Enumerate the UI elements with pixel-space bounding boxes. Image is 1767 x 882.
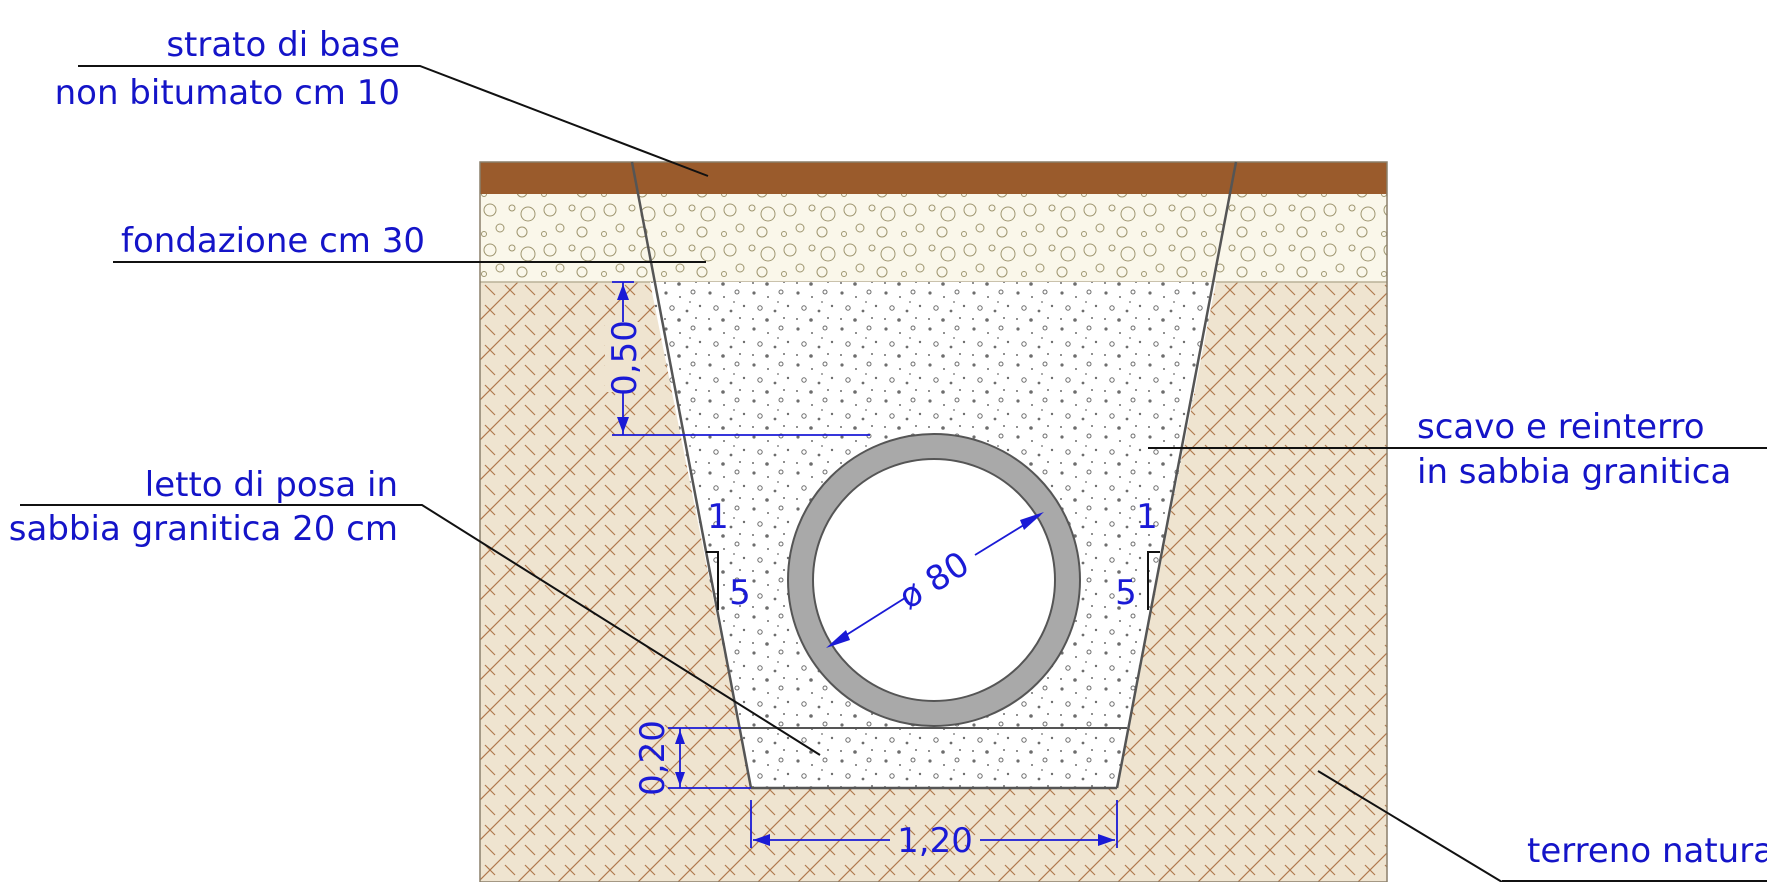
cover-depth-label: 0,50 bbox=[605, 320, 645, 396]
slope-right-run: 5 bbox=[1115, 573, 1137, 613]
label-scavo-line1: scavo e reinterro bbox=[1417, 407, 1705, 447]
label-scavo-line2: in sabbia granitica bbox=[1417, 452, 1731, 492]
label-strato-line2: non bitumato cm 10 bbox=[55, 73, 400, 113]
pipe-bore bbox=[812, 458, 1056, 702]
trench-right-wall bbox=[1115, 161, 1238, 789]
label-terreno: terreno naturale bbox=[1527, 831, 1767, 871]
trench-width-label: 1,20 bbox=[897, 821, 973, 861]
base-layer bbox=[480, 162, 1387, 194]
cover-depth-dimension: 0,50 bbox=[605, 281, 870, 436]
leader-terreno bbox=[1317, 770, 1503, 882]
trench-left-wall bbox=[630, 161, 753, 789]
bed-thickness-label: 0,20 bbox=[633, 720, 673, 796]
foundation-layer bbox=[480, 194, 1387, 282]
label-strato-line1: strato di base bbox=[166, 25, 400, 65]
slope-left-rise: 1 bbox=[707, 497, 729, 537]
trench-width-dimension: 1,20 bbox=[750, 800, 1118, 861]
label-letto-line2: sabbia granitica 20 cm bbox=[9, 509, 398, 549]
leader-strato bbox=[78, 65, 709, 177]
slope-marker-right: 1 5 bbox=[1115, 497, 1160, 613]
slope-left-run: 5 bbox=[729, 573, 751, 613]
bed-thickness-dimension: 0,20 bbox=[633, 720, 751, 796]
label-letto-line1: letto di posa in bbox=[145, 465, 398, 505]
slope-marker-left: 1 5 bbox=[706, 497, 751, 613]
slope-right-rise: 1 bbox=[1136, 497, 1158, 537]
leader-letto bbox=[20, 504, 821, 756]
label-fondazione: fondazione cm 30 bbox=[121, 221, 425, 261]
